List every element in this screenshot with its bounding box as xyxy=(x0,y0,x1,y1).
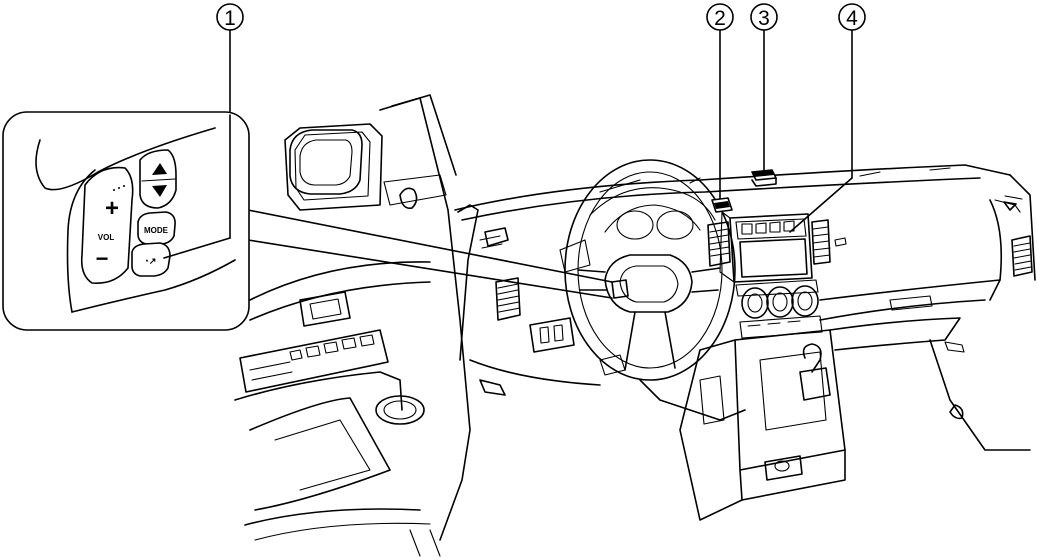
volume-rocker-switch xyxy=(80,166,134,285)
callout-2-label: 2 xyxy=(714,7,726,30)
volume-down-label: − xyxy=(96,246,109,271)
center-stack xyxy=(679,169,846,521)
callout-3: 3 xyxy=(750,3,778,173)
volume-label: VOL xyxy=(98,233,115,242)
callout-3-label: 3 xyxy=(758,7,770,30)
audio-unit-display xyxy=(739,238,808,278)
callout-4: 4 xyxy=(789,3,866,233)
inset-leader-lines xyxy=(247,209,613,299)
driver-door-outline xyxy=(234,94,471,557)
talk-button xyxy=(131,242,171,277)
mode-button-label: MODE xyxy=(144,226,169,235)
callout-2: 2 xyxy=(706,3,734,201)
volume-up-label: + xyxy=(105,195,119,222)
callout-1: 1 xyxy=(216,3,244,116)
audio-control-switch-inset: + VOL − MODE ◔↗ xyxy=(2,111,250,331)
dashboard-outline xyxy=(454,164,1036,451)
seek-down-icon xyxy=(152,185,167,197)
callout-1-label: 1 xyxy=(224,7,236,30)
talk-button-label: ◔↗ xyxy=(144,256,157,266)
callout-4-label: 4 xyxy=(846,7,858,30)
seek-rocker-switch xyxy=(139,149,177,209)
seek-up-icon xyxy=(152,163,167,175)
mode-button xyxy=(137,211,176,245)
steering-wheel xyxy=(559,159,746,421)
